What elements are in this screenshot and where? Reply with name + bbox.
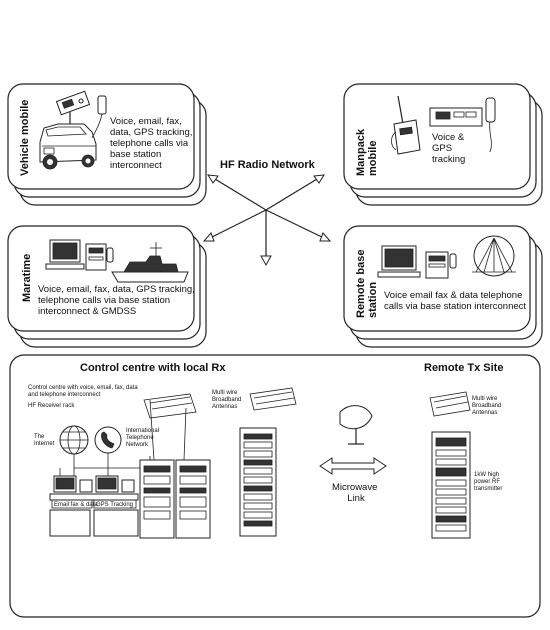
hf-receiver-rack-label: HF Receiver rack: [28, 403, 75, 409]
microwave-link-arrow: [319, 457, 387, 475]
tx-antenna-icon: [429, 391, 471, 417]
maritime-description: Voice, email, fax, data, GPS tracking, t…: [38, 284, 197, 317]
maritime-label: Maratime: [21, 254, 33, 302]
antenna-dome-icon: [472, 235, 516, 277]
tx-antennas-label: Multi wire Broadband Antennas: [472, 396, 503, 416]
vehicle-mobile-card: Vehicle mobile Voice, email, fax, data, …: [7, 83, 207, 206]
operator-desk: [49, 493, 139, 501]
remote-base-computer-icon: [377, 245, 457, 279]
vehicle-icon: [39, 100, 97, 170]
telephone-icon: [94, 426, 122, 454]
receiver-antenna-icon: [249, 387, 297, 411]
gps-desk-label: GPS Tracking: [96, 502, 133, 508]
ground-infrastructure-panel: Control centre with local Rx Remote Tx S…: [9, 354, 541, 618]
hf-network-arrows: HF Radio Network: [202, 159, 332, 267]
email-desk-label: Email fax & data: [54, 502, 98, 508]
gps-workstation-icon: [95, 475, 135, 493]
manpack-mobile-label: Manpack mobile: [355, 126, 379, 176]
vehicle-mobile-label: Vehicle mobile: [19, 100, 31, 176]
manpack-mobile-card: Manpack mobile Voice & GPS tracking: [343, 83, 543, 206]
manpack-radio-icon: [391, 95, 421, 155]
remote-tx-title: Remote Tx Site: [424, 362, 503, 374]
telephone-network-label: International Telephone Network: [126, 428, 161, 448]
internet-label: The Internet: [34, 434, 55, 447]
hf-network-title: HF Radio Network: [220, 159, 316, 171]
remote-base-station-label: Remote base station: [355, 246, 379, 318]
maritime-card: Maratime Voice, email, fax, data, GPS tr…: [7, 225, 207, 348]
vehicle-radio-icon: [55, 90, 107, 139]
manpack-handset-icon: [429, 97, 496, 153]
control-antenna-icon: [143, 393, 197, 419]
internet-globe-icon: [59, 425, 89, 455]
vehicle-description: Voice, email, fax, data, GPS tracking, t…: [110, 116, 195, 171]
remote-base-station-card: Remote base station Voice email fax & da…: [343, 225, 543, 348]
ship-icon: [111, 242, 189, 283]
remote-base-description: Voice email fax & data telephone calls v…: [384, 290, 526, 312]
receiver-antennas-label: Multi wire Broadband Antennas: [212, 390, 243, 410]
maritime-computer-icon: [45, 239, 114, 271]
email-workstation-icon: [53, 475, 93, 493]
microwave-dish-icon: [339, 405, 373, 445]
rf-transmitter-label: 1kW high power RF transmitter: [474, 472, 502, 492]
control-centre-description: Control centre with voice, email, fax, d…: [28, 385, 139, 398]
rf-transmitter-rack: [431, 431, 471, 539]
manpack-description: Voice & GPS tracking: [432, 132, 467, 165]
control-equipment-racks: [139, 399, 211, 539]
microwave-link-label: Microwave Link: [332, 482, 380, 504]
control-centre-title: Control centre with local Rx: [80, 362, 226, 374]
hf-receiver-rack: [239, 427, 277, 537]
